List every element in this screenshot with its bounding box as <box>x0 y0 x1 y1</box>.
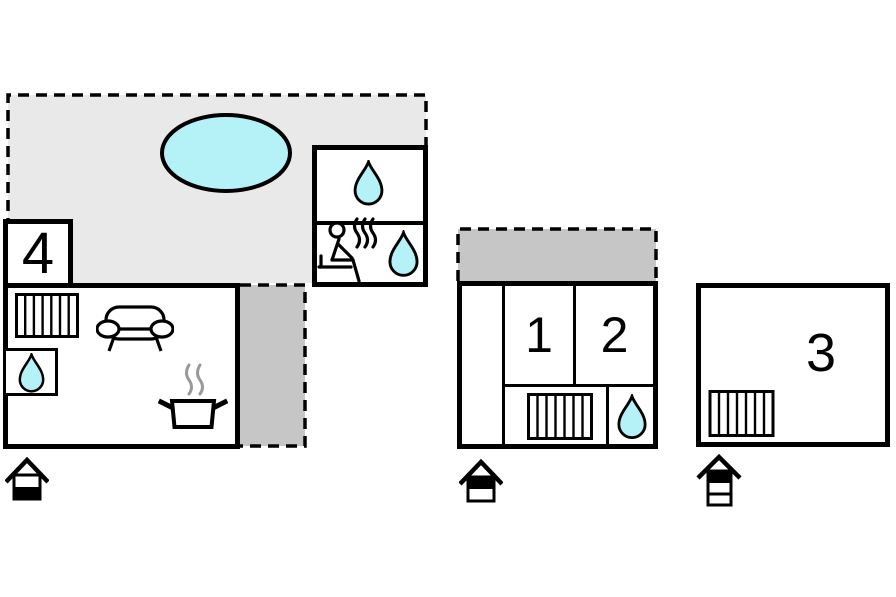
annex-a: 1 2 <box>457 281 658 449</box>
side-terrace <box>240 283 307 448</box>
radiator-icon <box>527 393 593 440</box>
annex-b: 3 <box>696 283 890 447</box>
hall-wall <box>502 286 505 444</box>
steam-icon <box>185 363 204 396</box>
room-4: 4 <box>3 219 73 288</box>
room-2-label: 2 <box>600 307 629 363</box>
sauna-person-icon <box>317 217 378 282</box>
steam-icon <box>352 217 362 249</box>
room-divider <box>573 286 576 386</box>
radiator-icon <box>15 293 79 338</box>
water-drop-icon <box>388 230 419 277</box>
cooking-pot-icon <box>158 363 228 429</box>
room-1-label: 1 <box>525 307 553 363</box>
steam-icon <box>360 217 370 249</box>
room-4-label: 4 <box>21 220 55 286</box>
water-drop-icon <box>18 353 45 393</box>
sofa-icon <box>96 305 174 352</box>
radiator-icon <box>708 390 775 437</box>
room-3-label: 3 <box>805 323 837 383</box>
water-drop-icon <box>617 394 647 440</box>
living-room <box>3 283 240 449</box>
cross-wall <box>502 384 653 387</box>
swimming-pool-icon <box>160 113 292 193</box>
water-drop-icon <box>353 160 384 206</box>
entrance-level-icon-annex-a <box>459 458 503 503</box>
entrance-level-icon-main-house <box>5 456 49 501</box>
bath-wall <box>606 384 609 444</box>
bath-sauna-box <box>312 145 428 287</box>
steam-icon <box>368 217 378 249</box>
annex-terrace <box>456 227 658 281</box>
entrance-level-icon-annex-b <box>696 453 742 507</box>
wet-cell <box>3 348 58 396</box>
